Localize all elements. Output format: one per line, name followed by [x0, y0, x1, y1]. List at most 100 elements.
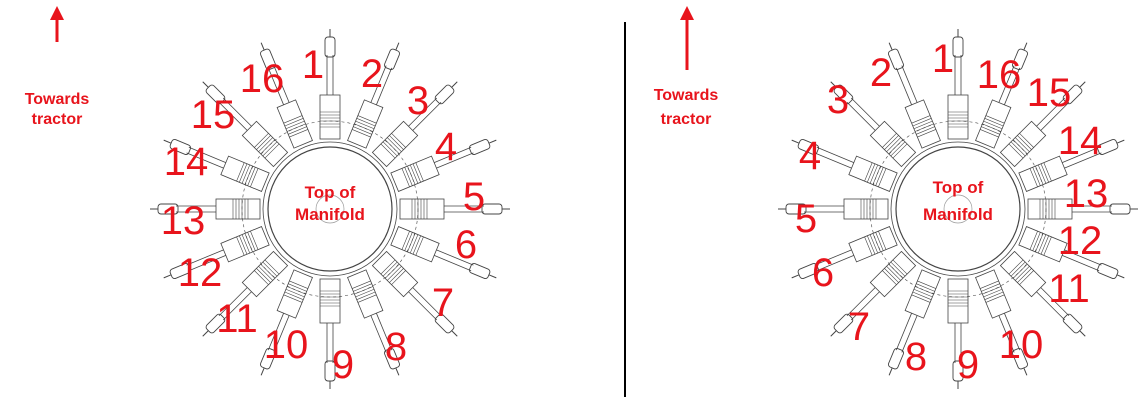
spoke-rib — [1040, 235, 1049, 255]
port-number-label: 3 — [827, 78, 849, 122]
port-number-label: 16 — [977, 53, 1022, 97]
spoke-rib — [289, 280, 308, 289]
spoke-rib — [415, 162, 424, 182]
manifold-hub — [943, 194, 973, 224]
port-number-label: 2 — [361, 52, 383, 96]
spoke-rib — [983, 288, 1003, 298]
spoke-rib — [886, 266, 901, 281]
spoke-rib — [1043, 236, 1052, 256]
hose-line — [188, 146, 226, 163]
nozzle-tip — [451, 330, 458, 337]
hose-line — [901, 65, 918, 103]
hose-line — [408, 97, 438, 127]
spoke-rib — [241, 234, 251, 254]
spoke-rib — [250, 168, 259, 187]
spoke-rib — [1037, 164, 1047, 184]
spoke-rib — [236, 236, 245, 256]
spoke-rib — [409, 164, 419, 184]
port-number-label: 13 — [161, 199, 206, 243]
hose-line — [222, 291, 252, 321]
spoke-body — [319, 94, 341, 140]
spoke-rib — [980, 129, 999, 138]
hose-line — [1004, 67, 1021, 105]
port-number-label: 7 — [432, 281, 454, 325]
spoke-rib — [384, 263, 400, 279]
spoke — [999, 81, 1086, 168]
spoke-rib — [412, 163, 421, 183]
spoke-body — [1018, 155, 1068, 192]
spoke — [163, 139, 270, 192]
spoke-rib — [884, 135, 899, 150]
spoke-rib — [872, 233, 881, 253]
nozzle-tip — [1023, 42, 1028, 51]
spoke-rib — [913, 120, 933, 130]
hose-line — [370, 65, 387, 103]
manifold-spokes-left — [150, 29, 510, 389]
port-number-label: 5 — [463, 175, 485, 219]
spoke-rib — [354, 123, 374, 132]
spoke-body — [241, 120, 289, 168]
nozzle-tip — [163, 274, 172, 279]
hose-line — [1040, 101, 1070, 131]
hose-line — [846, 101, 876, 131]
spoke-rib — [984, 291, 1004, 300]
nozzle-tip — [488, 274, 497, 279]
spoke-rib — [387, 266, 402, 281]
nozzle — [1096, 139, 1119, 155]
arrow-label-line1: Towards — [654, 87, 719, 104]
spoke — [260, 269, 313, 376]
nozzle-tip — [830, 330, 837, 337]
spoke-rib — [882, 270, 897, 285]
arrow-label-line2: tractor — [661, 111, 712, 128]
spoke-rib — [389, 268, 404, 283]
spoke-rib — [864, 162, 873, 182]
nozzle-tip — [791, 139, 800, 144]
spoke-rib — [407, 165, 416, 185]
spoke — [1027, 198, 1138, 220]
spoke-rib — [981, 126, 1000, 135]
hose-line — [186, 249, 224, 266]
spoke-rib — [387, 137, 402, 152]
nozzle-tip — [1079, 330, 1086, 337]
hose-line — [434, 255, 472, 272]
spoke-rib — [284, 118, 304, 127]
spoke-rib — [250, 231, 259, 250]
hose-line — [218, 101, 248, 131]
nozzle — [468, 139, 491, 155]
spoke-body — [947, 94, 969, 140]
nozzle — [1096, 263, 1119, 279]
spoke-rib — [890, 141, 906, 157]
spoke-body — [399, 198, 445, 220]
spoke-rib — [1017, 135, 1032, 150]
spoke — [347, 269, 400, 376]
spoke-rib — [872, 165, 881, 185]
spoke-rib — [254, 270, 269, 285]
spoke-rib — [352, 129, 371, 138]
hose-line — [218, 287, 248, 317]
center-label-line1: Top of — [933, 178, 984, 197]
manifold-ring — [895, 146, 1021, 272]
port-number-label: 4 — [799, 134, 821, 178]
arrow-label-line1: Towards — [25, 91, 90, 108]
spoke — [975, 42, 1028, 149]
nozzle-tip — [1116, 274, 1125, 279]
hose-line — [376, 313, 393, 351]
spoke — [202, 250, 289, 337]
spoke-rib — [264, 143, 280, 159]
center-label-line1: Top of — [305, 183, 356, 202]
manifold-hub — [315, 194, 345, 224]
spoke — [999, 250, 1086, 337]
spoke-rib — [239, 163, 248, 183]
spoke — [888, 42, 941, 149]
spoke-rib — [355, 288, 375, 298]
hose-line — [814, 152, 852, 169]
port-number-label: 10 — [264, 323, 309, 367]
spoke-rib — [982, 286, 1002, 295]
center-label-line2: Manifold — [295, 205, 365, 224]
spoke-body — [1027, 198, 1073, 220]
spoke-body — [1018, 226, 1068, 263]
spoke-rib — [875, 232, 884, 251]
